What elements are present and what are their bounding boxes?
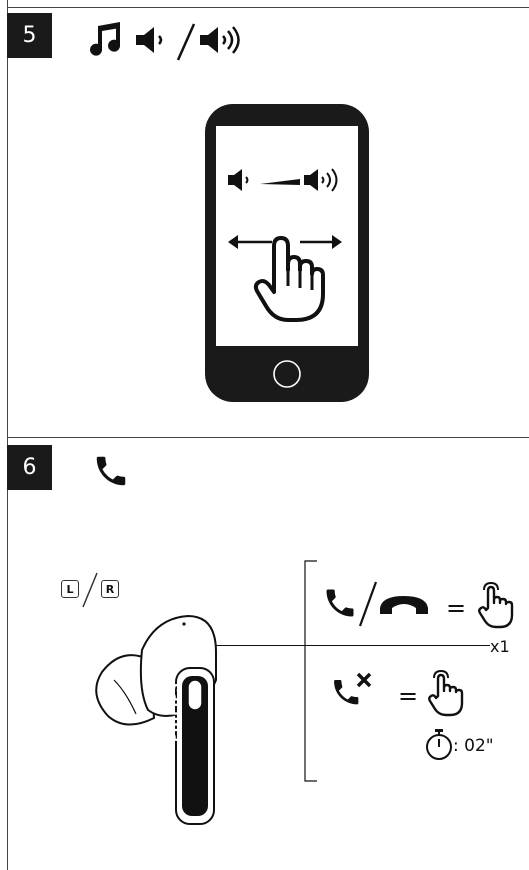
hold-duration: : 02" — [453, 736, 494, 756]
music-note-icon — [88, 22, 122, 58]
reject-call-icon — [330, 672, 378, 712]
tap-icon — [426, 668, 466, 718]
earbud-illustration — [92, 610, 232, 830]
stopwatch-icon — [425, 729, 453, 761]
left-earbud-label: L — [61, 580, 79, 598]
equals-sign: = — [398, 682, 418, 710]
step-5-badge: 5 — [7, 13, 52, 58]
label-r-text: R — [106, 583, 114, 596]
hand-pointer-icon — [254, 236, 326, 324]
bracket — [304, 560, 318, 782]
step-number: 6 — [23, 455, 37, 480]
slash-separator — [358, 580, 378, 628]
volume-down-icon — [136, 26, 172, 54]
label-l-text: L — [66, 583, 73, 596]
left-border — [7, 0, 8, 870]
volume-slider-icon — [228, 166, 348, 194]
brand-logo-text: PHILIPS — [168, 682, 182, 742]
section-divider — [7, 437, 529, 438]
end-call-icon — [378, 592, 430, 620]
top-border — [7, 7, 529, 8]
slash-separator — [176, 22, 196, 62]
tap-count: x1 — [490, 637, 510, 656]
slash-separator — [82, 572, 98, 608]
equals-sign: = — [446, 594, 466, 622]
leader-line — [215, 645, 490, 646]
tap-icon — [476, 580, 516, 630]
answer-call-icon — [322, 585, 358, 621]
right-earbud-label: R — [101, 580, 119, 598]
step-6-badge: 6 — [7, 445, 52, 490]
phone-icon — [92, 451, 130, 491]
volume-up-icon — [200, 26, 256, 54]
step-number: 5 — [23, 23, 37, 48]
